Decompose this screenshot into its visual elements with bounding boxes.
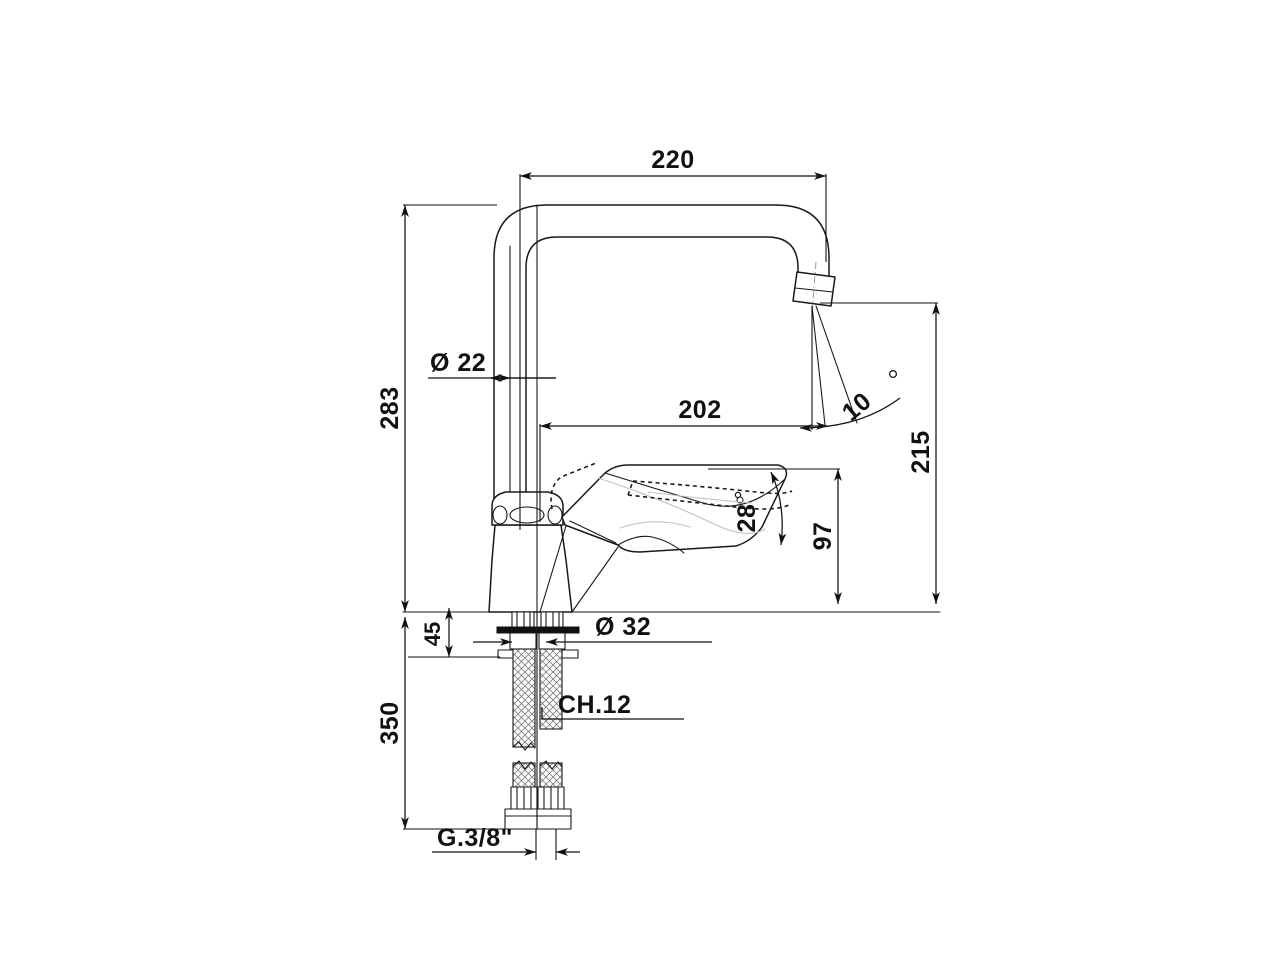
lock-nut-left xyxy=(509,632,537,650)
nut-flat-right-tab xyxy=(561,649,579,659)
spout-inner-profile xyxy=(525,236,799,521)
callout-g38-group: G.3/8" xyxy=(432,824,580,860)
clamp-washer xyxy=(496,626,580,634)
dim-28-group: 28 xyxy=(733,471,787,546)
lever-soft-arc xyxy=(619,521,691,529)
dim-215-group: 215 xyxy=(820,302,940,604)
dim-350-text: 350 xyxy=(376,701,404,744)
hose-right-break-line-lower xyxy=(539,760,563,770)
dim-220-group: 220 xyxy=(519,146,827,530)
hose-left-upper xyxy=(512,648,536,748)
dim-220-text: 220 xyxy=(651,146,694,174)
supply-nut-right xyxy=(536,808,572,830)
aerator-housing xyxy=(792,261,836,315)
lever-stem-front xyxy=(539,525,567,613)
lever-highlight-curve xyxy=(597,477,766,535)
water-stream-right-edge xyxy=(815,305,858,424)
lever-ghost-inner-soft xyxy=(647,491,753,504)
dim-283-text: 283 xyxy=(376,386,404,429)
lever-underside-step xyxy=(617,535,685,554)
ferrule-rib-ticks xyxy=(516,786,559,810)
dim-dia32-text: Ø 32 xyxy=(595,613,651,641)
lever-lower-rib xyxy=(569,520,617,544)
lever-top-chamfer xyxy=(604,472,786,507)
water-stream-left-edge xyxy=(811,305,826,426)
callout-g38-text: G.3/8" xyxy=(437,824,513,852)
aerator-seam-line xyxy=(794,287,834,293)
collar-detail-left xyxy=(492,505,508,525)
dim-283-group: 283 xyxy=(376,204,497,612)
dim-dia32-group: Ø 32 xyxy=(473,613,712,646)
dim-28-arc xyxy=(770,471,787,546)
hose-left-break-line-lower xyxy=(512,760,536,770)
lever-ghost-lower-edge xyxy=(627,494,790,510)
dim-215-text: 215 xyxy=(907,430,935,473)
dim-dia22-group: Ø 22 xyxy=(428,349,556,382)
collar-detail-center xyxy=(509,506,545,524)
callout-ch12-text: CH.12 xyxy=(558,691,631,719)
dim-202-text: 202 xyxy=(678,396,721,424)
lever-travel-ref-dot xyxy=(734,491,742,499)
dim-97-group: 97 xyxy=(708,468,842,604)
hose-left-break-line xyxy=(512,741,536,751)
dim-45-text: 45 xyxy=(420,622,445,646)
callout-ch12-group: CH.12 xyxy=(541,691,684,720)
collar-detail-right xyxy=(547,505,563,525)
lever-ghost-connector xyxy=(627,480,634,496)
flexible-supply-hoses xyxy=(504,648,572,830)
aerator-body xyxy=(792,271,836,307)
dim-28-text: 28 xyxy=(733,504,761,533)
dim-202-group: 202 xyxy=(539,396,828,522)
mixer-body-housing xyxy=(488,524,573,613)
callout-ch12-leader xyxy=(541,707,556,720)
hose-right-upper xyxy=(539,648,563,730)
dim-350-group: 350 xyxy=(376,617,505,830)
mixer-lever-handle xyxy=(539,464,788,613)
lock-nut-right xyxy=(538,632,566,650)
dim-97-text: 97 xyxy=(809,522,837,551)
dim-45-group: 45 xyxy=(408,608,500,658)
dimension-annotations: 220 283 Ø 22 202 10 xyxy=(376,146,940,860)
nut-flat-left-tab xyxy=(497,649,515,659)
lever-stem-back xyxy=(571,546,619,613)
dim-dia22-text: Ø 22 xyxy=(430,349,486,377)
degree-symbol-icon xyxy=(888,370,897,379)
faucet-product-geometry xyxy=(402,204,941,830)
